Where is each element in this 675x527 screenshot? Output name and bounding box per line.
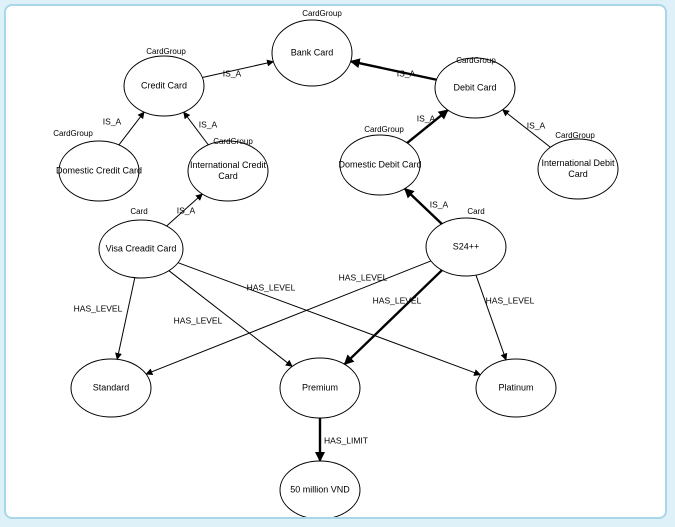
node-ellipse[interactable]	[70, 358, 152, 418]
edge-line	[202, 59, 275, 78]
edge-line	[475, 274, 508, 361]
edge-s24-to-dom_debit: IS_A	[403, 187, 449, 225]
edge-line	[343, 269, 443, 366]
edge-line	[145, 260, 432, 375]
node-dom-credit[interactable]: Domestic Credit Card CardGroup	[53, 129, 142, 202]
edge-line	[183, 111, 209, 146]
edge-intl_debit-to-debit: IS_A	[502, 109, 551, 148]
edge-line	[168, 270, 293, 367]
node-ellipse[interactable]	[58, 140, 140, 202]
node-ellipse[interactable]	[279, 460, 361, 517]
node-type-tag: CardGroup	[213, 137, 253, 146]
node-limit[interactable]: 50 million VND	[279, 460, 361, 517]
edge-line	[115, 277, 136, 361]
node-label: S24++	[453, 241, 480, 251]
diagram-canvas: IS_A IS_A IS_A IS_A IS_A IS_A IS_A IS_A HAS_LEVE…	[4, 4, 667, 519]
node-ellipse[interactable]	[98, 219, 184, 279]
node-label: Platinum	[498, 382, 533, 392]
node-type-tag: CardGroup	[302, 9, 342, 18]
edge-s24-to-premium: HAS_LEVEL	[343, 269, 443, 366]
node-ellipse[interactable]	[425, 217, 507, 277]
edge-dom_credit-to-credit: IS_A	[103, 111, 145, 146]
node-label: Bank Card	[291, 47, 334, 57]
edge-line	[118, 111, 145, 146]
node-label: International Debit	[541, 158, 615, 168]
node-bank[interactable]: Bank Card CardGroup	[271, 9, 353, 87]
edge-line	[349, 58, 437, 81]
edge-s24-to-standard: HAS_LEVEL	[145, 260, 432, 375]
node-type-tag: CardGroup	[364, 125, 404, 134]
edge-label: HAS_LEVEL	[247, 282, 296, 292]
edge-visa-to-intl_credit: IS_A	[166, 193, 203, 227]
node-label: Card	[568, 169, 588, 179]
edge-label: IS_A	[417, 113, 436, 123]
node-type-tag: CardGroup	[555, 131, 595, 140]
edge-label: IS_A	[103, 116, 122, 126]
edge-label: IS_A	[397, 68, 416, 78]
edge-visa-to-platinum: HAS_LEVEL	[177, 262, 482, 376]
edge-label: IS_A	[527, 120, 546, 130]
node-label: Premium	[302, 382, 338, 392]
node-type-tag: CardGroup	[456, 56, 496, 65]
node-s24[interactable]: S24++ Card	[425, 207, 507, 277]
edge-label: IS_A	[430, 199, 449, 209]
node-type-tag: CardGroup	[53, 129, 93, 138]
edge-line	[177, 262, 482, 376]
node-label: Domestic Debit Card	[338, 159, 421, 169]
edge-label: HAS_LEVEL	[174, 315, 223, 325]
edge-visa-to-standard: HAS_LEVEL	[74, 277, 136, 361]
edge-dom_debit-to-debit: IS_A	[406, 109, 449, 144]
node-premium[interactable]: Premium	[279, 357, 361, 419]
node-type-tag: Card	[130, 207, 147, 216]
edge-label: HAS_LEVEL	[486, 295, 535, 305]
edge-s24-to-platinum: HAS_LEVEL	[475, 274, 535, 361]
edge-line	[403, 187, 443, 225]
node-ellipse[interactable]	[475, 358, 557, 418]
node-ellipse[interactable]	[339, 134, 421, 196]
node-label: International Credit	[190, 160, 267, 170]
edge-credit-to-bank: IS_A	[202, 59, 275, 78]
edge-label: HAS_LEVEL	[339, 272, 388, 282]
node-credit[interactable]: Credit Card CardGroup	[123, 47, 205, 117]
edge-label: IS_A	[199, 119, 218, 129]
edge-label: HAS_LIMIT	[324, 435, 368, 445]
edge-intl_credit-to-credit: IS_A	[183, 111, 218, 146]
edge-debit-to-bank: IS_A	[349, 58, 437, 81]
node-type-tag: CardGroup	[146, 47, 186, 56]
edge-label: HAS_LEVEL	[373, 295, 422, 305]
edge-label: HAS_LEVEL	[74, 303, 123, 313]
knowledge-graph: IS_A IS_A IS_A IS_A IS_A IS_A IS_A IS_A HAS_LEVE…	[53, 9, 619, 517]
node-ellipse[interactable]	[123, 55, 205, 117]
node-label: Domestic Credit Card	[56, 165, 142, 175]
node-label: 50 million VND	[290, 484, 350, 494]
node-dom-debit[interactable]: Domestic Debit Card CardGroup	[338, 125, 422, 196]
node-label: Credit Card	[141, 80, 187, 90]
node-label: Card	[218, 171, 238, 181]
node-ellipse[interactable]	[271, 19, 353, 87]
node-debit[interactable]: Debit Card CardGroup	[434, 56, 516, 119]
node-platinum[interactable]: Platinum	[475, 358, 557, 418]
node-label: Visa Creadit Card	[106, 243, 177, 253]
edge-visa-to-premium: HAS_LEVEL	[168, 270, 293, 367]
node-visa[interactable]: Visa Creadit Card Card	[98, 207, 184, 279]
node-ellipse[interactable]	[434, 57, 516, 119]
edge-line	[406, 109, 449, 144]
edge-label: IS_A	[177, 205, 196, 215]
node-standard[interactable]: Standard	[70, 358, 152, 418]
node-ellipse[interactable]	[279, 357, 361, 419]
node-ellipse[interactable]	[537, 138, 619, 200]
edges-layer: IS_A IS_A IS_A IS_A IS_A IS_A IS_A IS_A HAS_LEVE…	[74, 58, 551, 462]
node-label: Standard	[93, 382, 130, 392]
node-type-tag: Card	[467, 207, 484, 216]
edge-premium-to-limit: HAS_LIMIT	[315, 418, 368, 462]
edge-label: IS_A	[223, 68, 242, 78]
node-ellipse[interactable]	[187, 140, 269, 202]
edge-line	[166, 193, 203, 227]
node-label: Debit Card	[453, 82, 496, 92]
edge-line	[502, 109, 551, 148]
